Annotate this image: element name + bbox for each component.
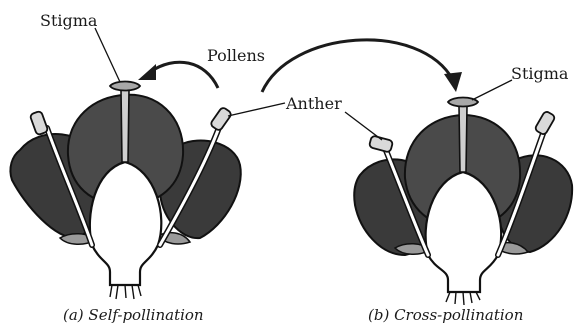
pollen-arrows [138,40,462,92]
flower-b-anther-left [369,135,393,152]
caption-cross-pollination: (b) Cross-pollination [368,306,523,324]
label-stigma-a: Stigma [40,11,98,30]
flower-a-stalk-fibres [110,285,141,299]
label-anther: Anther [285,94,342,113]
self-pollination-arrowhead [138,64,156,80]
cross-pollination-arrowhead [444,72,462,92]
flower-a-anther-left [30,111,49,136]
flower-b [354,98,572,306]
stigma-a-leader [95,28,120,82]
flower-b-style [459,106,467,172]
flower-b-anther-right [534,110,555,135]
caption-self-pollination: (a) Self-pollination [63,306,204,324]
flower-a-stigma [110,82,140,91]
anther-leader-b [345,112,382,140]
flower-b-stalk-fibres [446,292,480,305]
label-pollens: Pollens [207,46,265,65]
cross-pollination-arrow [262,40,453,92]
flower-a-style [121,90,129,162]
flower-a-anther-right [210,107,232,132]
label-stigma-b: Stigma [511,64,569,83]
stigma-b-leader [472,80,512,100]
self-pollination-arrow [150,62,218,88]
flower-a [10,82,240,300]
anther-leader-a [228,103,285,116]
